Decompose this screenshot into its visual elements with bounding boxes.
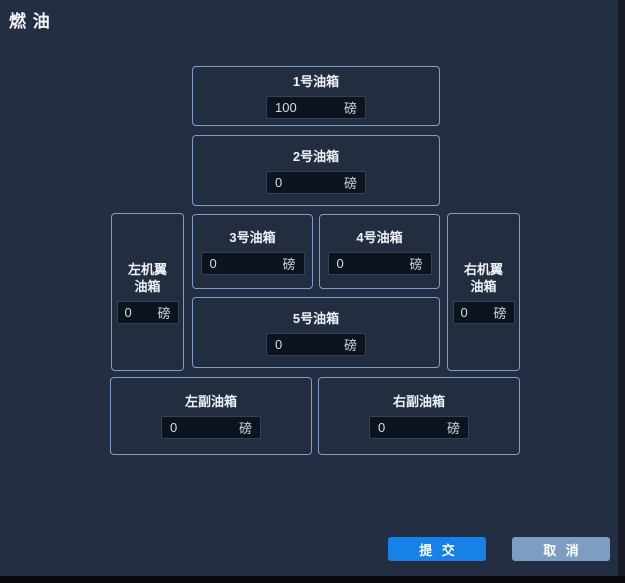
tank5-unit-label: 磅 <box>343 337 357 353</box>
right-wing-unit-label: 磅 <box>493 305 507 321</box>
tank4-panel: 4号油箱 0 磅 <box>319 214 440 289</box>
left-wing-amount-input[interactable]: 0 磅 <box>116 300 179 324</box>
tank4-label: 4号油箱 <box>356 229 403 245</box>
tank3-panel: 3号油箱 0 磅 <box>192 214 313 289</box>
tank2-label: 2号油箱 <box>292 148 340 164</box>
tank1-unit-label: 磅 <box>343 101 357 116</box>
tank3-value: 0 <box>209 255 217 271</box>
tank5-value: 0 <box>275 336 283 352</box>
right-aux-value: 0 <box>378 420 386 435</box>
right-wing-value: 0 <box>460 304 468 320</box>
tank1-panel: 1号油箱 100 磅 <box>192 66 440 126</box>
tank2-unit-label: 磅 <box>343 175 357 191</box>
tank1-amount-input[interactable]: 100 磅 <box>266 96 366 119</box>
tank5-label: 5号油箱 <box>292 310 340 326</box>
left-aux-tank-panel: 左副油箱 0 磅 <box>110 377 312 455</box>
window-bottom-edge <box>0 576 625 583</box>
right-aux-amount-input[interactable]: 0 磅 <box>369 416 469 439</box>
right-wing-tank-panel: 右机翼 油箱 0 磅 <box>447 213 520 371</box>
tank4-unit-label: 磅 <box>409 256 423 272</box>
left-aux-value: 0 <box>170 420 178 435</box>
left-wing-value: 0 <box>124 304 132 320</box>
right-aux-tank-label: 右副油箱 <box>392 394 445 409</box>
tank3-unit-label: 磅 <box>282 256 296 272</box>
cancel-button[interactable]: 取 消 <box>512 537 610 561</box>
tank3-label: 3号油箱 <box>229 229 276 245</box>
tank5-panel: 5号油箱 0 磅 <box>192 297 440 368</box>
tank1-label: 1号油箱 <box>292 74 340 89</box>
right-wing-tank-label: 右机翼 油箱 <box>463 261 503 294</box>
left-wing-tank-panel: 左机翼 油箱 0 磅 <box>111 213 184 371</box>
left-aux-amount-input[interactable]: 0 磅 <box>161 416 261 439</box>
left-wing-tank-label: 左机翼 油箱 <box>127 261 167 294</box>
tank2-panel: 2号油箱 0 磅 <box>192 135 440 206</box>
right-aux-unit-label: 磅 <box>446 421 460 436</box>
tank4-amount-input[interactable]: 0 磅 <box>327 251 432 275</box>
tank2-value: 0 <box>275 174 283 190</box>
tank3-amount-input[interactable]: 0 磅 <box>200 251 305 275</box>
tank4-value: 0 <box>336 255 344 271</box>
left-aux-unit-label: 磅 <box>238 421 252 436</box>
left-wing-unit-label: 磅 <box>157 305 171 321</box>
right-aux-tank-panel: 右副油箱 0 磅 <box>318 377 520 455</box>
tank5-amount-input[interactable]: 0 磅 <box>266 332 366 356</box>
right-wing-amount-input[interactable]: 0 磅 <box>452 300 515 324</box>
tank1-value: 100 <box>275 100 297 115</box>
submit-button[interactable]: 提 交 <box>388 537 486 561</box>
page-title: 燃 油 <box>9 12 51 31</box>
left-aux-tank-label: 左副油箱 <box>184 394 237 409</box>
tank2-amount-input[interactable]: 0 磅 <box>266 170 366 194</box>
window-right-edge <box>618 0 625 583</box>
